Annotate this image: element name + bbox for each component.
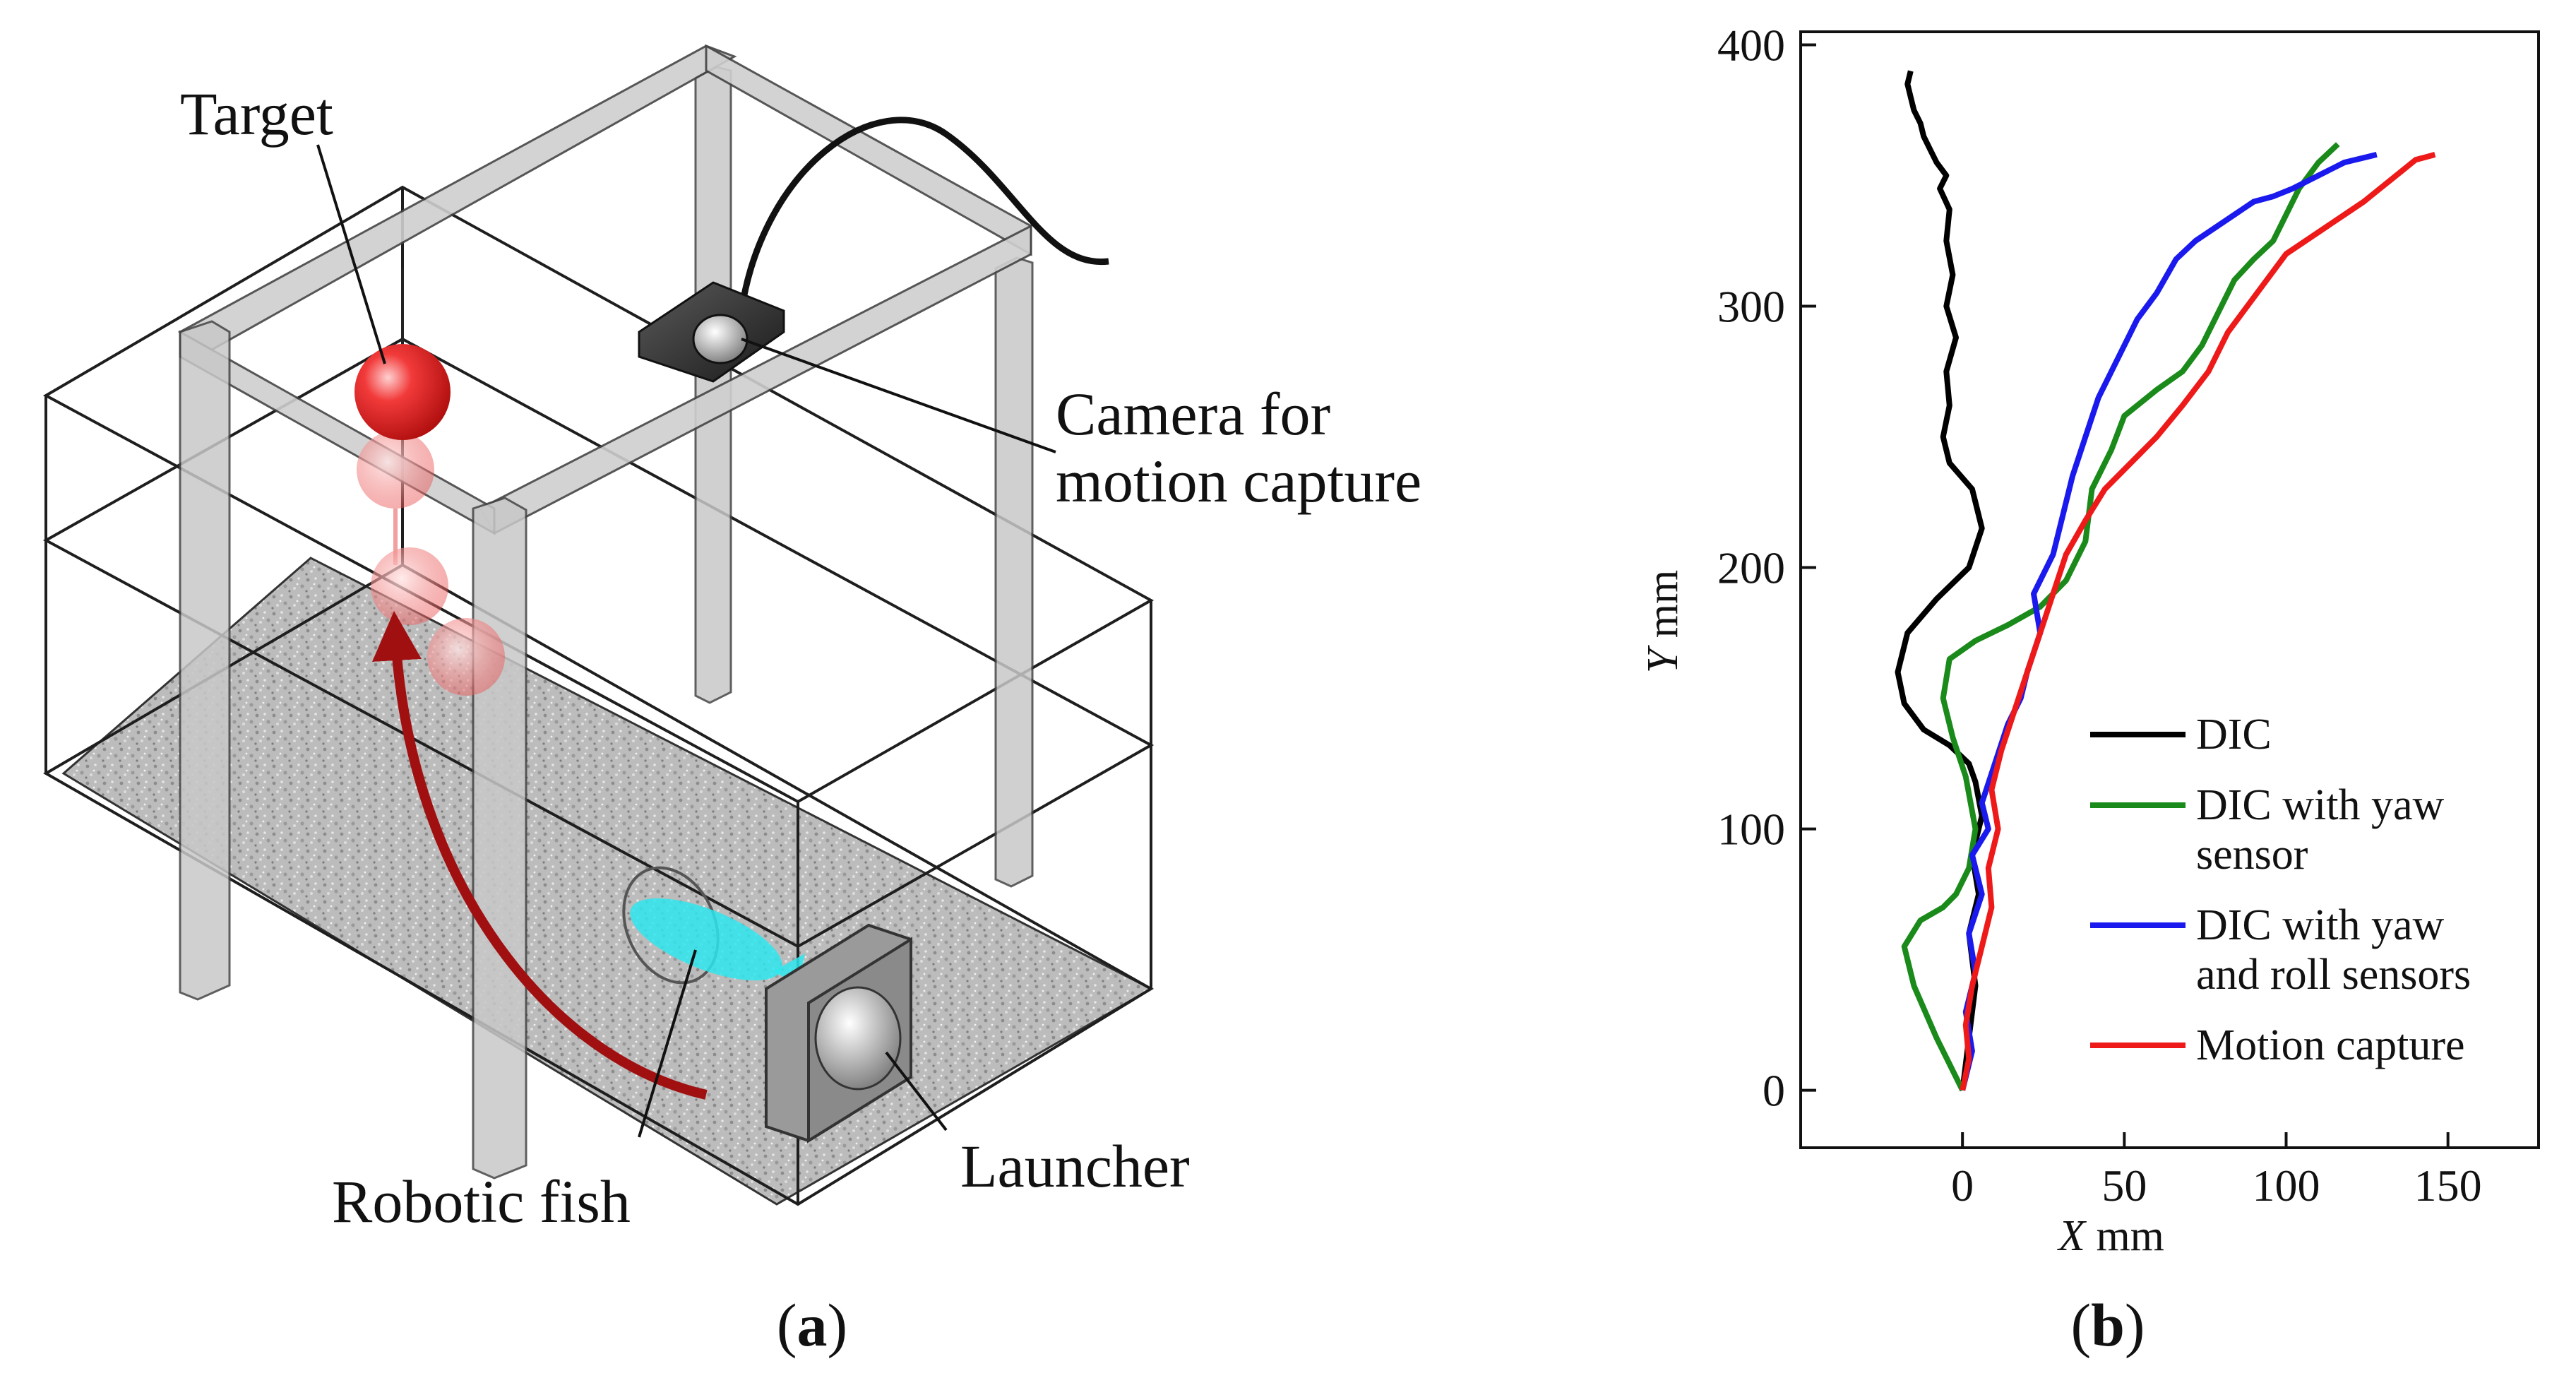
series-layer [1895,70,2436,1092]
y-tick-label: 200 [1717,543,1785,593]
caption-a-letter: a [797,1291,828,1359]
panel-a-illustration: Target Camera for motion capture Robotic… [42,44,1421,1359]
leader-lines [316,144,1056,1138]
caption-b-letter: b [2091,1291,2125,1359]
y-axis-unit: mm [1639,570,1687,649]
label-camera-line1: Camera for [1056,380,1330,448]
caption-a-close: ) [828,1291,848,1359]
caption-a: (a) [777,1291,847,1359]
y-tick-label: 300 [1717,282,1785,332]
x-axis-unit: mm [2085,1212,2164,1260]
label-camera-line2: motion capture [1056,447,1421,515]
target-ghost-3 [427,618,505,696]
caption-b: (b) [2070,1291,2145,1359]
fish-trajectory-arrow [372,611,708,1100]
label-target: Target [180,80,333,148]
plot-frame [1799,30,2540,1149]
label-robotic-fish: Robotic fish [332,1168,631,1235]
legend-label-2: DIC with yaw [2196,901,2445,949]
launch-ring [622,866,720,985]
label-launcher: Launcher [960,1132,1190,1200]
x-tick-label: 100 [2253,1160,2320,1211]
caption-b-open: ( [2070,1291,2091,1359]
legend-label-1: DIC with yaw [2196,781,2445,829]
x-axis-label: X mm [2056,1212,2164,1260]
x-tick-label: 0 [1951,1160,1974,1211]
legend-label-3: Motion capture [2196,1021,2465,1069]
target-ghost-1 [357,431,434,509]
launcher [765,923,912,1144]
legend-label-2-line2: and roll sensors [2196,951,2471,999]
series-line-0 [1895,70,1985,1091]
legend-label-0: DIC [2196,711,2272,759]
y-tick-label: 100 [1717,804,1785,855]
y-tick-label: 400 [1717,20,1785,71]
series-line-2 [1960,152,2378,1091]
caption-a-open: ( [777,1291,797,1359]
target-sphere [354,344,451,440]
y-axis-label: Y mm [1639,570,1687,673]
support-frame [177,44,1034,1180]
y-ticks: 0 100 200 300 400 [1717,20,1816,1116]
series-line-3 [1960,152,2436,1091]
x-tick-label: 50 [2101,1160,2147,1211]
x-ticks: 0 50 100 150 [1951,1132,2482,1211]
x-tick-label: 150 [2414,1160,2482,1211]
caption-b-close: ) [2125,1291,2145,1359]
y-axis-var: Y [1639,645,1687,673]
x-axis-var: X [2056,1212,2087,1260]
robotic-fish-body [630,898,782,981]
target-ghost-2 [371,547,448,625]
camera [638,281,785,383]
camera-cable [738,117,1109,311]
y-tick-label: 0 [1763,1066,1785,1116]
legend-label-1-line2: sensor [2196,831,2308,879]
